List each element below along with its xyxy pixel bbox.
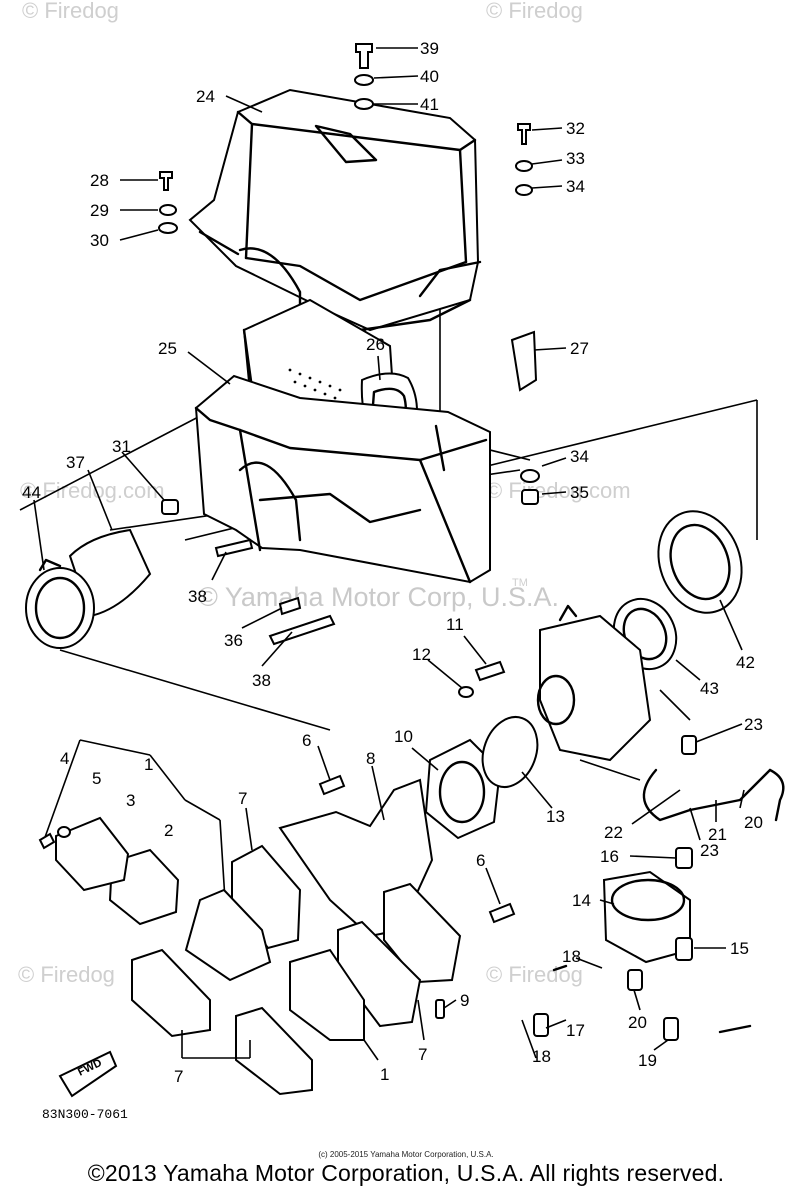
callout-8: 8 xyxy=(366,749,375,768)
copyright-footer: ©2013 Yamaha Motor Corporation, U.S.A. A… xyxy=(87,1160,725,1186)
callout-23b: 23 xyxy=(700,841,719,860)
callout-18b: 18 xyxy=(532,1047,551,1066)
seal-38b xyxy=(268,614,336,646)
clip-36 xyxy=(278,596,302,616)
fuel-pump-assembly xyxy=(533,735,785,1041)
washer-5 xyxy=(57,826,71,838)
watermarks: © Firedog © Firedog © Firedog.com © Fire… xyxy=(18,0,631,987)
callout-9: 9 xyxy=(460,991,469,1010)
callout-28: 28 xyxy=(90,171,109,190)
callout-42: 42 xyxy=(736,653,755,672)
callout-29: 29 xyxy=(90,201,109,220)
callout-12: 12 xyxy=(412,645,431,664)
watermark-mid-right: © Firedog.com xyxy=(486,478,631,503)
bolt-6b xyxy=(488,902,516,924)
airbox-lid xyxy=(188,88,482,332)
callout-19: 19 xyxy=(638,1051,657,1070)
watermark-top-left: © Firedog xyxy=(22,0,119,23)
callout-33: 33 xyxy=(566,149,585,168)
washer-29 xyxy=(159,204,177,216)
callout-38a: 38 xyxy=(188,587,207,606)
reed-manifold-assembly xyxy=(55,716,539,1096)
callout-17: 17 xyxy=(566,1021,585,1040)
callout-41: 41 xyxy=(420,95,439,114)
watermark-tm: TM xyxy=(512,577,528,589)
callout-24: 24 xyxy=(196,87,215,106)
callout-31: 31 xyxy=(112,437,131,456)
callout-36: 36 xyxy=(224,631,243,650)
callout-13: 13 xyxy=(546,807,565,826)
callout-16: 16 xyxy=(600,847,619,866)
callout-14: 14 xyxy=(572,891,591,910)
callout-18a: 18 xyxy=(562,947,581,966)
callout-25: 25 xyxy=(158,339,177,358)
watermark-center: © Yamaha Motor Corp, U.S.A. xyxy=(198,582,559,612)
nut-35 xyxy=(521,489,539,505)
callout-43: 43 xyxy=(700,679,719,698)
screw-4 xyxy=(38,832,56,850)
callout-7c: 7 xyxy=(174,1067,183,1086)
callout-40: 40 xyxy=(420,67,439,86)
nut-31 xyxy=(161,499,179,515)
washer-30 xyxy=(158,222,178,234)
callout-23a: 23 xyxy=(744,715,763,734)
washer-40 xyxy=(354,74,374,86)
washer-33 xyxy=(515,160,533,172)
callout-20a: 20 xyxy=(744,813,763,832)
washer-41 xyxy=(354,98,374,110)
callout-35: 35 xyxy=(570,483,589,502)
intake-duct-left xyxy=(25,528,152,649)
callout-20b: 20 xyxy=(628,1013,647,1032)
watermark-top-right: © Firedog xyxy=(486,0,583,23)
part-callouts: 39 40 41 24 32 33 34 28 29 30 25 26 27 3… xyxy=(22,39,763,1086)
callout-1a: 1 xyxy=(144,755,153,774)
callout-32: 32 xyxy=(566,119,585,138)
callout-5: 5 xyxy=(92,769,101,788)
callout-11: 11 xyxy=(446,615,464,634)
bolt-11 xyxy=(474,660,506,682)
callout-38b: 38 xyxy=(252,671,271,690)
fwd-arrow: FWD xyxy=(58,1050,118,1098)
callout-2: 2 xyxy=(164,821,173,840)
callout-34b: 34 xyxy=(570,447,589,466)
airbox-case xyxy=(194,374,491,584)
watermark-low-left: © Firedog xyxy=(18,962,115,987)
copyright-small: (c) 2005-2015 Yamaha Motor Corporation, … xyxy=(318,1150,494,1159)
washer-34b xyxy=(520,469,540,483)
callout-26: 26 xyxy=(366,335,385,354)
callout-4: 4 xyxy=(60,749,69,768)
callout-3: 3 xyxy=(126,791,135,810)
bolt-32 xyxy=(517,123,531,145)
element-perforations xyxy=(288,368,342,400)
washer-34 xyxy=(515,184,533,196)
callout-39: 39 xyxy=(420,39,439,58)
bolt-39 xyxy=(355,43,373,69)
callout-7a: 7 xyxy=(238,789,247,808)
washer-12 xyxy=(458,686,474,698)
callout-21: 21 xyxy=(708,825,727,844)
drawing-code: 83N300-7061 xyxy=(42,1107,128,1122)
callout-27: 27 xyxy=(570,339,589,358)
carburetor xyxy=(536,604,652,762)
seal-38a xyxy=(214,538,254,558)
tab-27 xyxy=(510,330,538,392)
pin-9 xyxy=(435,999,445,1019)
callout-37: 37 xyxy=(66,453,85,472)
callout-7b: 7 xyxy=(418,1045,427,1064)
callout-15: 15 xyxy=(730,939,749,958)
bolt-6a xyxy=(318,774,346,796)
fasteners xyxy=(38,43,540,1019)
callout-10: 10 xyxy=(394,727,413,746)
callout-6a: 6 xyxy=(302,731,311,750)
callout-1b: 1 xyxy=(380,1065,389,1084)
bolt-28 xyxy=(159,171,173,191)
callout-44: 44 xyxy=(22,483,41,502)
callout-34: 34 xyxy=(566,177,585,196)
callout-6b: 6 xyxy=(476,851,485,870)
callout-30: 30 xyxy=(90,231,109,250)
leader-lines xyxy=(33,47,745,1061)
callout-22: 22 xyxy=(604,823,623,842)
